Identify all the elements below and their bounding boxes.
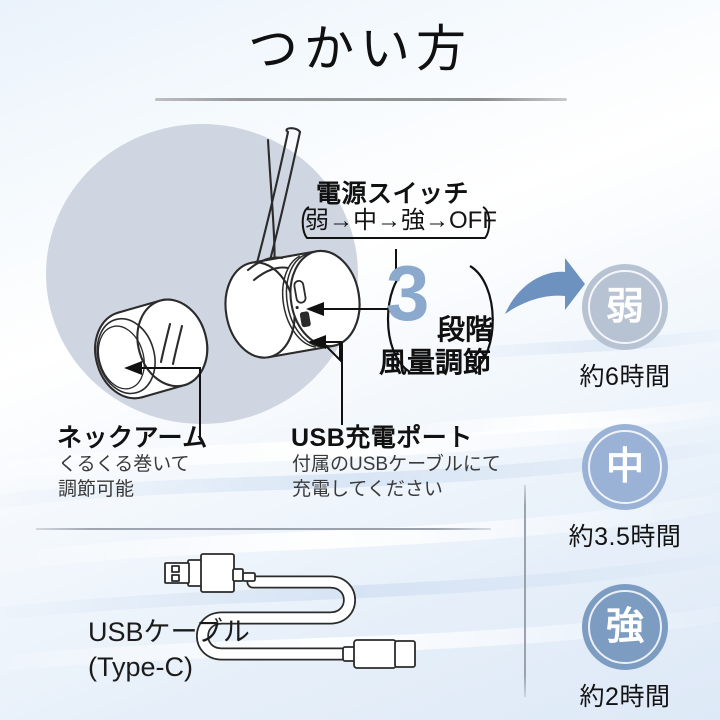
usb-port-description-line1: 付属のUSBケーブルにて <box>292 454 501 475</box>
usb-port-description-line2: 充電してください <box>292 479 443 500</box>
fan-badge-caption: 風量調節 <box>379 347 492 378</box>
page-title-area: つかい方 <box>0 18 720 80</box>
mode-glyph-medium: 中 <box>605 446 644 488</box>
neck-arm-description-line2: 調節可能 <box>58 479 135 500</box>
fan-badge-unit: 段階 <box>437 314 494 345</box>
neck-arm-title: ネックアーム <box>57 424 208 452</box>
usb-cable-label: USBケーブル (Type-C) <box>88 615 250 685</box>
title-underline-divider <box>155 98 567 101</box>
mode-circle-strong: 強 <box>582 584 668 670</box>
mode-glyph-weak: 弱 <box>605 286 644 328</box>
fan-badge-ellipse-frame <box>386 265 494 373</box>
usb-cable-label-line1: USBケーブル <box>88 617 250 647</box>
mode-circle-medium: 中 <box>582 424 668 510</box>
mode-item-weak: 弱 約6時間 <box>530 264 720 393</box>
usb-port-title: USB充電ポート <box>291 424 473 452</box>
usb-cable-illustration <box>164 553 416 669</box>
mode-duration-weak: 約6時間 <box>579 363 671 391</box>
power-switch-title: 電源スイッチ <box>316 180 470 208</box>
mode-duration-medium: 約3.5時間 <box>568 523 682 551</box>
usb-port-description: 付属のUSBケーブルにて 充電してください <box>292 452 501 502</box>
mode-item-strong: 強 約2時間 <box>530 584 720 713</box>
power-switch-sequence: 弱→中→強→OFF <box>305 207 497 234</box>
mode-item-medium: 中 約3.5時間 <box>530 424 720 553</box>
vertical-divider <box>524 485 526 697</box>
mode-duration-strong: 約2時間 <box>579 683 671 711</box>
page-title: つかい方 <box>248 21 472 77</box>
mode-circle-weak: 弱 <box>582 264 668 350</box>
right-arrow-icon <box>505 258 585 314</box>
fan-speed-badge: 3 段階 風量調節 <box>374 254 506 384</box>
neck-fan-illustration <box>94 127 400 440</box>
power-switch-bracket <box>301 206 491 239</box>
neck-arm-description-line1: くるくる巻いて <box>58 454 190 475</box>
horizontal-divider <box>36 528 491 530</box>
neck-arm-description: くるくる巻いて 調節可能 <box>58 452 190 502</box>
fan-badge-number: 3 <box>386 249 430 337</box>
mode-glyph-strong: 強 <box>605 606 644 648</box>
usb-cable-label-line2: (Type-C) <box>88 652 194 682</box>
